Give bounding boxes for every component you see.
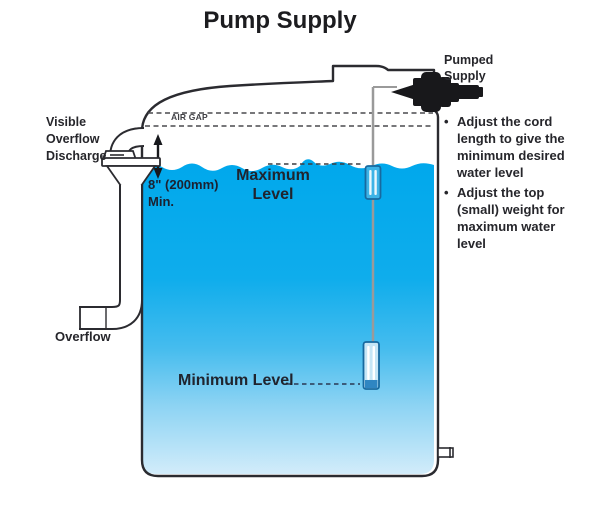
fitting-cone (391, 83, 419, 101)
pump-fitting (391, 72, 483, 112)
note-text: Adjust the cord length to give the minim… (457, 114, 565, 180)
adjustment-notes: • Adjust the cord length to give the min… (444, 113, 566, 255)
note-item: • Adjust the top (small) weight for maxi… (444, 184, 566, 252)
diagram-title: Pump Supply (203, 7, 357, 34)
note-item: • Adjust the cord length to give the min… (444, 113, 566, 181)
maximum-level-label: Maximum Level (236, 167, 310, 203)
min-depth-label: 8" (200mm) Min. (148, 177, 219, 209)
water (142, 159, 434, 474)
visible-overflow-discharge-label: Visible Overflow Discharge (46, 115, 107, 163)
overflow-pipe (79, 185, 141, 328)
funnel-rim (101, 157, 161, 167)
note-text: Adjust the top (small) weight for maximu… (457, 185, 565, 251)
drain-stub (437, 447, 454, 458)
overflow-label: Overflow (55, 329, 111, 344)
bullet-marker: • (444, 114, 449, 129)
long-weight (362, 341, 380, 390)
bullet-marker: • (444, 185, 449, 200)
pumped-supply-label: Pumped Supply (444, 53, 494, 83)
small-weight (364, 165, 382, 200)
minimum-level-label: Minimum Level (178, 372, 294, 389)
tank-outline (140, 64, 440, 478)
air-gap-label: AIR GAP (171, 112, 208, 122)
pumped-supply-stub (457, 85, 479, 99)
